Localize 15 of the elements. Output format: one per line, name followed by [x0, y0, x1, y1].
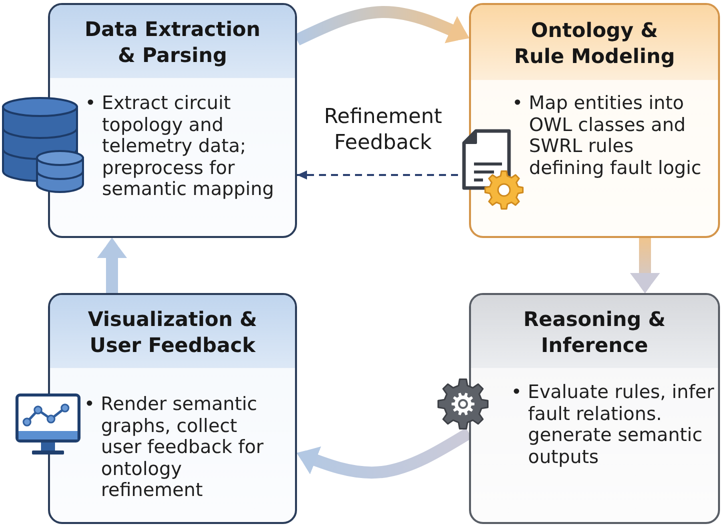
- bullet-text: • Map entities into OWL classes and SWRL rules defining fault logic: [512, 93, 702, 179]
- card-title: Reasoning & Inference: [522, 306, 667, 358]
- process-card: [469, 3, 720, 238]
- bullet-text: • Render semantic graphs, collect user feedback for ontology refinement: [84, 394, 265, 502]
- bullet-text: • Extract circuit topology and telemetry data; preprocess for semantic mapping: [85, 93, 276, 200]
- thick-arrow: [97, 238, 127, 293]
- thick-arrow: [630, 238, 660, 293]
- process-card: [469, 293, 720, 524]
- process-card: [48, 3, 297, 238]
- bullet-text: • Evaluate rules, infer fault relations. generate semantic outputs: [511, 382, 716, 468]
- process-card: [48, 293, 297, 524]
- card-title: Data Extraction & Parsing: [84, 16, 262, 68]
- card-title: Ontology & Rule Modeling: [513, 16, 676, 68]
- card-title: Visualization & User Feedback: [86, 306, 258, 358]
- dashed-arrow: [297, 170, 458, 180]
